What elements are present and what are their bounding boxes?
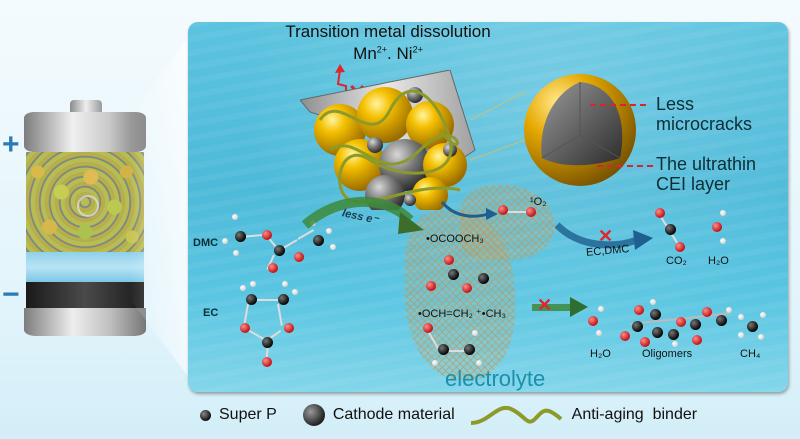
blocked-cross-2-icon: ✕ — [537, 295, 553, 315]
ec-molecule — [240, 281, 310, 367]
h2o-label-2: H₂O — [590, 348, 611, 360]
legend-item-cathode-material: Cathode material — [302, 404, 455, 426]
less-electron-arrow-icon — [301, 196, 424, 234]
dmc-label: DMC — [193, 237, 219, 249]
battery-top-cap — [24, 112, 146, 152]
h2o-label-1: H₂O — [708, 255, 729, 267]
battery-electrolyte — [26, 252, 144, 282]
oxygen-molecule — [498, 205, 538, 225]
cathode-cluster-illustration — [300, 70, 476, 210]
legend-item-anti-aging-binder: Anti-aging binder — [469, 401, 697, 429]
ion-label: Mn2+. Ni2+ — [188, 44, 588, 64]
mesh-molecule-lower — [420, 320, 482, 370]
h2o-molecule-1 — [706, 210, 736, 250]
co2-molecule — [655, 208, 695, 253]
ch4-molecule — [738, 312, 768, 342]
less-microcracks-label: Less microcracks — [656, 94, 753, 134]
blocked-decomposition-arrow-1-icon — [555, 222, 653, 250]
legend: Super P Cathode material Anti-aging bind… — [200, 400, 697, 430]
legend-label-anti-aging-binder: Anti-aging binder — [571, 406, 698, 423]
battery-anode — [26, 282, 144, 310]
binder-wave-icon — [470, 405, 562, 425]
co2-label: CO₂ — [666, 255, 687, 267]
oligomer-molecule — [620, 299, 732, 350]
negative-sign: − — [2, 278, 20, 311]
ec-label: EC — [203, 307, 219, 319]
legend-label-super-p: Super P — [219, 406, 277, 423]
mesh-region-lower — [405, 210, 515, 380]
blocked-cross-1-icon: ✕ — [598, 226, 614, 246]
battery-bottom-cap — [24, 308, 146, 336]
cei-callout-line — [597, 165, 653, 167]
legend-item-super-p: Super P — [200, 406, 277, 424]
ion-separator: . — [387, 44, 392, 63]
legend-label-cathode-material: Cathode material — [332, 406, 455, 423]
zoom-guide-lines — [470, 91, 526, 161]
ion-mn: Mn — [353, 44, 377, 63]
och-ch2-label: •OCH=CH₂ ⁺•CH₃ — [418, 308, 506, 320]
electrolyte-label: electrolyte — [445, 366, 546, 391]
core-shell-particle-illustration — [524, 74, 636, 186]
positive-sign: + — [2, 128, 20, 161]
ion-mn-charge: 2+ — [376, 44, 388, 55]
singlet-oxygen-label: ¹O₂ — [530, 196, 547, 208]
h2o-molecule-2 — [588, 306, 608, 346]
ocoooch3-label: •OCOOCH₃ — [426, 233, 484, 245]
ch4-label: CH₄ — [740, 348, 761, 360]
ion-ni-charge: 2+ — [412, 44, 423, 55]
blocked-decomposition-arrow-2-icon — [532, 297, 588, 317]
super-p-icon — [200, 409, 211, 421]
battery-highlight-circle — [77, 195, 99, 217]
cluster-to-oxygen-arrow-icon — [440, 200, 498, 220]
mesh-molecule-upper — [418, 255, 498, 295]
transition-metal-title: Transition metal dissolution — [285, 22, 491, 41]
oligomers-label: Oligomers — [642, 348, 693, 360]
battery-illustration — [22, 100, 152, 340]
cei-layer-label: The ultrathin CEI layer — [656, 154, 757, 194]
cathode-material-icon — [302, 404, 325, 426]
ion-ni: Ni — [396, 44, 413, 63]
microcracks-callout-line — [590, 104, 646, 106]
dmc-molecule — [222, 210, 338, 290]
